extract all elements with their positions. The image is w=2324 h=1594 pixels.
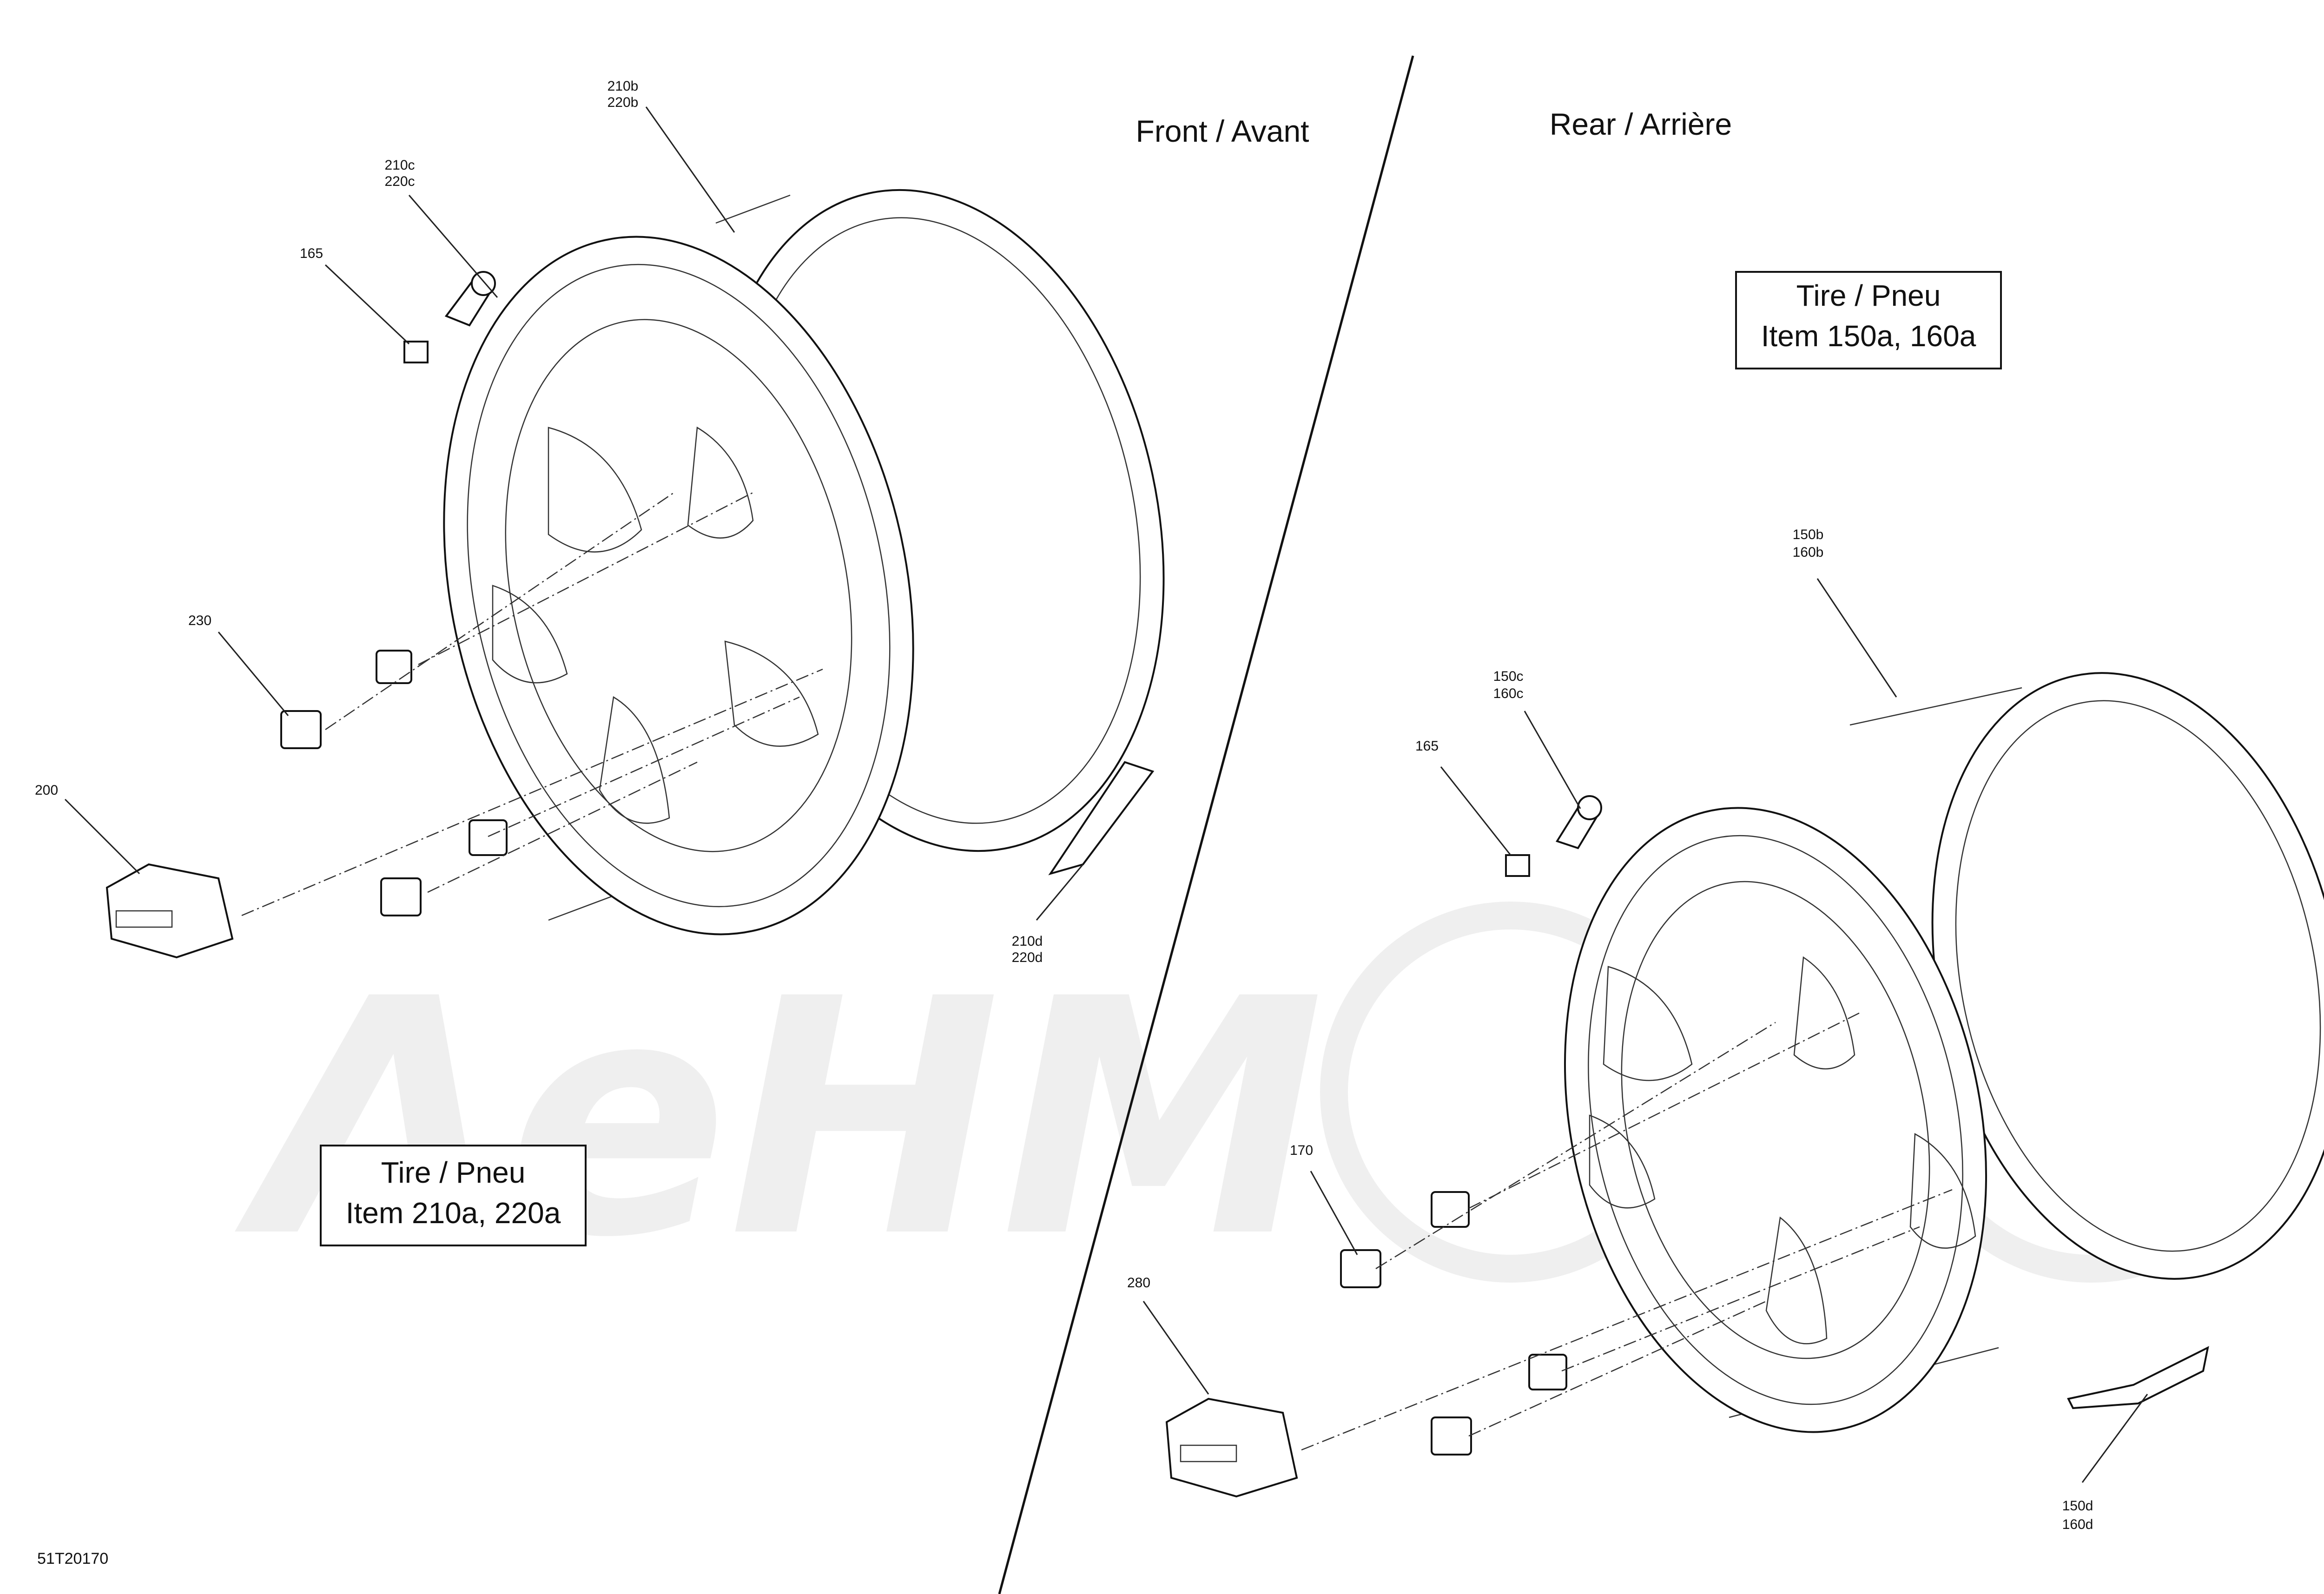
rear-section-title: Rear / Arrière xyxy=(1550,107,1732,141)
rear-nuts-leader xyxy=(1310,1171,1358,1255)
front-rim-callout-1: 210b xyxy=(607,79,639,94)
watermark-text: AeHM xyxy=(231,930,1325,1309)
front-valve-leader xyxy=(408,195,498,298)
rear-weight-callout-2: 160d xyxy=(2062,1517,2093,1532)
front-wheel-weight xyxy=(1048,761,1155,876)
rear-valve-callout-1: 150c xyxy=(1493,669,1523,684)
rear-rim xyxy=(1564,672,2324,1433)
rear-rim-leader xyxy=(1816,578,1897,698)
front-hub-cap xyxy=(106,863,234,959)
front-nuts-leader xyxy=(218,632,289,716)
rear-wheel-weight xyxy=(2067,1346,2209,1410)
front-nuts-callout: 230 xyxy=(188,613,211,628)
front-valve-cap xyxy=(403,341,429,363)
rear-valve-stem xyxy=(1555,795,1602,850)
rear-valve-callout-2: 160c xyxy=(1493,686,1523,701)
rear-tire-box-line2: Item 150a, 160a xyxy=(1761,319,1976,353)
rear-rim-callout-2: 160b xyxy=(1793,545,1824,560)
front-section-title: Front / Avant xyxy=(1136,114,1309,148)
front-tire-box-line1: Tire / Pneu xyxy=(381,1156,526,1189)
rear-weight-callout-1: 150d xyxy=(2062,1498,2093,1514)
front-valve-stem xyxy=(444,271,496,327)
rear-hub-cap-leader xyxy=(1142,1301,1209,1395)
rear-rim-callout-1: 150b xyxy=(1793,527,1824,542)
front-hub-cap-callout: 200 xyxy=(35,783,58,798)
front-rim-leader xyxy=(645,106,735,233)
front-valve-callout-1: 210c xyxy=(384,158,415,173)
drawing-code: 51T20170 xyxy=(37,1550,108,1568)
rear-valve-cap-callout: 165 xyxy=(1415,738,1439,754)
rear-nuts-callout: 170 xyxy=(1290,1143,1313,1158)
front-lug-nuts xyxy=(280,650,508,916)
rear-tire-box-line1: Tire / Pneu xyxy=(1796,279,1941,312)
rear-hub-cap xyxy=(1165,1397,1298,1498)
front-weight-callout-1: 210d xyxy=(1012,934,1043,949)
front-rim-callout-2: 220b xyxy=(607,95,639,110)
front-tire-box: Tire / Pneu Item 210a, 220a xyxy=(320,1145,587,1246)
front-weight-callout-2: 220d xyxy=(1012,950,1043,965)
rear-hub-cap-callout: 280 xyxy=(1127,1275,1150,1291)
rear-lug-nuts xyxy=(1340,1191,1567,1456)
front-valve-callout-2: 220c xyxy=(384,174,415,189)
rear-valve-cap-leader xyxy=(1440,766,1512,856)
rear-valve-cap xyxy=(1505,854,1530,877)
section-divider xyxy=(998,55,1414,1594)
front-valve-cap-callout: 165 xyxy=(300,246,323,261)
front-weight-leader xyxy=(1036,864,1084,921)
rear-valve-leader xyxy=(1524,711,1581,809)
rear-tire-box: Tire / Pneu Item 150a, 160a xyxy=(1735,271,2002,369)
rear-weight-leader xyxy=(2081,1394,2148,1483)
front-rim xyxy=(443,189,1165,935)
front-valve-cap-leader xyxy=(324,264,410,345)
front-tire-box-line2: Item 210a, 220a xyxy=(346,1196,561,1230)
front-hub-cap-leader xyxy=(64,798,140,875)
